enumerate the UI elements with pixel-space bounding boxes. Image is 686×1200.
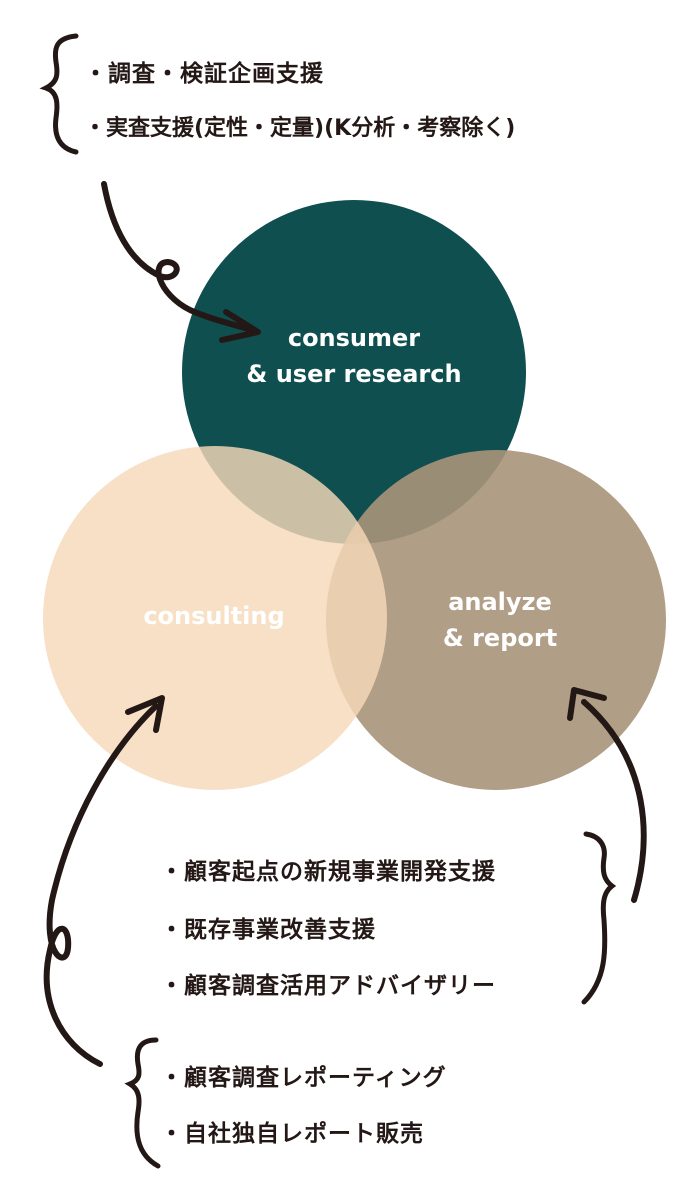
analyze-label-line2: & report (442, 624, 558, 652)
brace-consulting-icon (581, 831, 617, 1005)
arrowhead-research-icon (219, 309, 261, 343)
research-service-item: ・実査支援(定性・定量)(K分析・考察除く) (84, 116, 516, 141)
research-label-line2: & user research (246, 360, 462, 388)
consulting-service-item: ・既存事業改善支援 (160, 917, 376, 943)
analyze-circle-label: analyze & report (410, 584, 590, 656)
analyze-label-line1: analyze (448, 588, 552, 616)
consulting-label-line1: consulting (143, 602, 285, 630)
consulting-circle (43, 446, 387, 790)
analyze-circle (326, 450, 666, 790)
arrowhead-analyze-icon (567, 687, 607, 721)
arrowhead-consulting-icon (125, 695, 165, 733)
research-label-line1: consumer (287, 324, 421, 352)
consulting-service-item: ・顧客起点の新規事業開発支援 (160, 859, 496, 885)
arrow-to-consulting-icon (43, 703, 159, 1067)
brace-report-icon (124, 1037, 161, 1169)
report-service-item: ・自社独自レポート販売 (160, 1121, 424, 1147)
brace-research-icon (39, 33, 79, 155)
research-service-item: ・調査・検証企画支援 (84, 61, 324, 87)
research-circle-label: consumer & user research (224, 320, 484, 392)
consulting-circle-label: consulting (104, 598, 324, 634)
report-service-item: ・顧客調査レポーティング (160, 1065, 447, 1091)
arrow-to-analyze-icon (581, 699, 647, 903)
consulting-service-item: ・顧客調査活用アドバイザリー (160, 973, 496, 999)
arrow-to-research-icon (101, 181, 255, 333)
